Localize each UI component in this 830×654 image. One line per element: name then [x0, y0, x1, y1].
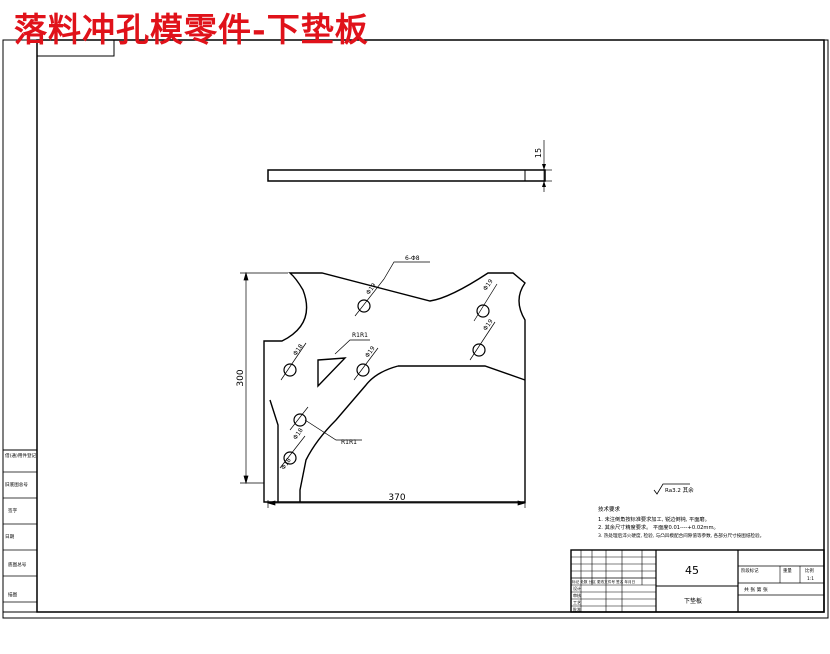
callout-hole-d: Φ18 — [292, 343, 305, 357]
roughness-symbol — [653, 483, 690, 495]
side-label-3: 日期 — [5, 534, 15, 540]
title-block-stage: 阶段标记 — [741, 567, 759, 574]
hole-1 — [357, 299, 371, 313]
title-block-part-name: 下垫板 — [684, 597, 702, 605]
title-block-scale-value: 1:1 — [807, 576, 814, 582]
holes — [283, 299, 490, 465]
hole-3 — [283, 363, 297, 377]
notes-heading: 技术要求 — [598, 505, 621, 513]
dim-width-lines — [266, 500, 527, 508]
notes-line-1: 1. 未注倒角按标准要求加工, 锐边倒钝, 平面磨。 — [598, 515, 710, 523]
dim-height: 300 — [236, 369, 246, 386]
title-block — [570, 549, 825, 613]
hole-4 — [356, 363, 370, 377]
side-label-5: 描图 — [8, 591, 18, 598]
callout-holes-top: 6-Φ8 — [405, 255, 420, 262]
drawing-title: 落料冲孔模零件-下垫板 — [14, 10, 369, 49]
title-block-row-1: 设计 — [573, 585, 581, 591]
dim-width: 370 — [388, 493, 405, 503]
dim-thickness: 15 — [534, 148, 543, 158]
code-box — [36, 39, 115, 57]
roughness-text: Ra3.2 其余 — [665, 486, 694, 494]
triangular-cutout — [317, 357, 347, 388]
title-block-scale: 比例 — [805, 567, 814, 574]
title-block-row-0: 标记 处数 分区 更改文件号 签名 年月日 — [572, 579, 635, 584]
title-block-material: 45 — [685, 564, 699, 577]
title-block-row-3: 工艺 — [573, 600, 581, 605]
plate-outline — [263, 272, 526, 503]
callout-radius-2: R1R1 — [341, 439, 357, 446]
top-view — [267, 140, 552, 192]
side-column: 借(通)用件登记 旧底图总号 签字 日期 底图总号 描图 — [2, 449, 38, 613]
notes-line-3: 3. 热处理后淬火硬度, 检验, 与凸凹模配合间隙值等参数, 各部分尺寸按图纸检… — [598, 532, 764, 539]
hole-5 — [472, 343, 486, 357]
side-label-0: 借(通)用件登记 — [5, 452, 37, 459]
title-block-row-2: 审核 — [573, 592, 581, 598]
leaders — [279, 261, 498, 469]
technical-notes: 技术要求 1. 未注倒角按标准要求加工, 锐边倒钝, 平面磨。 2. 其余尺寸精… — [598, 505, 764, 539]
hole-6 — [293, 413, 307, 427]
outer-frame — [2, 39, 829, 619]
dim-height-lines — [240, 271, 288, 485]
hole-7 — [283, 451, 297, 465]
callout-radius-1: R1R1 — [352, 332, 368, 339]
side-label-2: 签字 — [8, 507, 18, 514]
title-block-row-4: 批准 — [573, 606, 581, 612]
side-label-1: 旧底图总号 — [5, 481, 28, 488]
hole-2 — [476, 304, 490, 318]
title-block-sheets: 共 张 第 张 — [744, 586, 768, 593]
callout-labels: 6-Φ8 Φ19 Φ19 Φ19 Φ18 Φ19 Φ18 Φ18 R1R1 R1… — [280, 255, 495, 471]
title-block-weight: 重量 — [783, 567, 792, 574]
side-label-4: 底图总号 — [8, 561, 27, 568]
notes-line-2: 2. 其余尺寸精度要求。 平面度0.01----+0.02mm。 — [598, 523, 719, 531]
